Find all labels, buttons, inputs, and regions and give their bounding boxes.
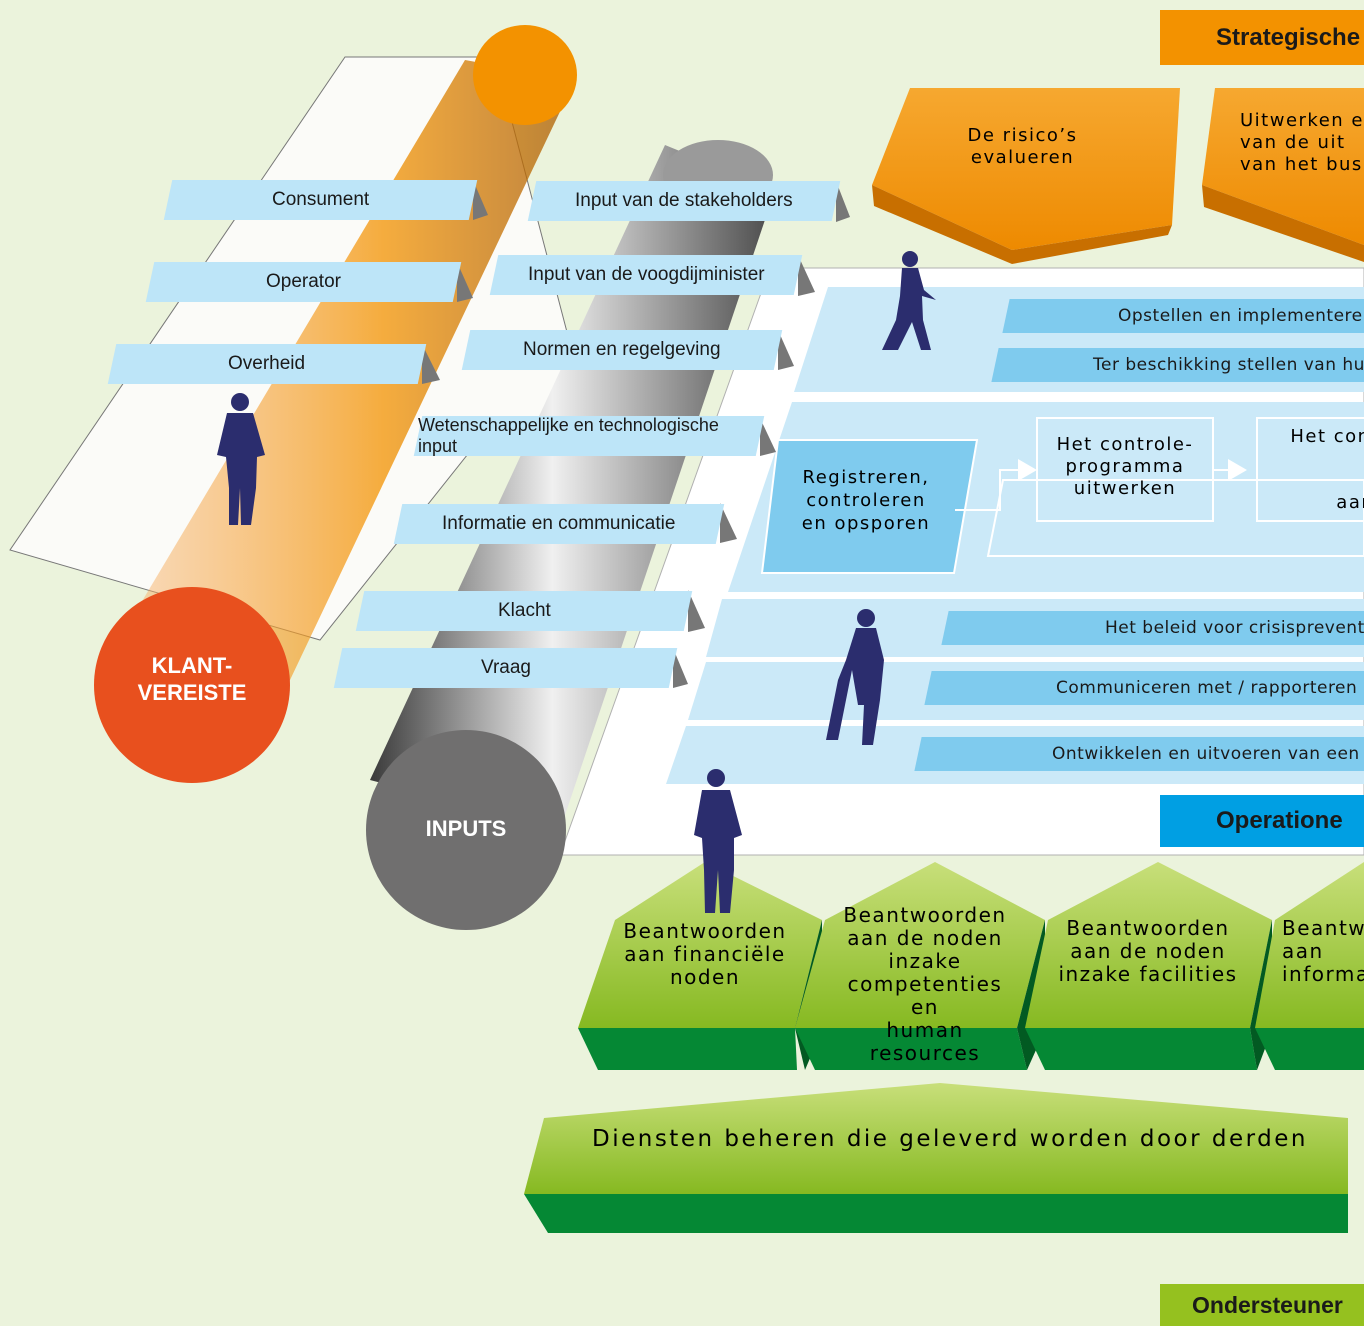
control-step1-label: Het controle- programma uitwerken bbox=[1056, 434, 1194, 499]
operational-header: Operatione bbox=[1160, 795, 1364, 847]
input-tab-klacht: Klacht bbox=[355, 591, 693, 631]
customer-tab-label: Operator bbox=[266, 271, 341, 292]
input-tab-label: Input van de voogdijminister bbox=[527, 264, 765, 285]
control-step2-box bbox=[1256, 417, 1364, 522]
support-box-2-label: Beantwoorden aan de noden inzake compete… bbox=[843, 903, 1007, 1065]
support-box-3-bottom bbox=[1025, 1028, 1257, 1070]
third-party-bottom bbox=[524, 1194, 1348, 1233]
input-tab-wetenschap: Wetenschappelijke en technologische inpu… bbox=[413, 415, 765, 456]
figure-woman-middle bbox=[826, 609, 884, 745]
support-box-3-label: Beantwoorden aan de noden inzake facilit… bbox=[1058, 916, 1238, 986]
operational-bar-label: Ontwikkelen en uitvoeren van een s bbox=[1052, 744, 1364, 764]
customer-tab-overheid: Overheid bbox=[107, 344, 427, 384]
figure-woman-top bbox=[882, 251, 936, 350]
inputs-circle bbox=[366, 730, 566, 930]
strategic-box-1-label: De risico’s evalueren bbox=[967, 125, 1078, 168]
support-box-3-top bbox=[1025, 862, 1272, 1028]
operational-bar-beschikking: Ter beschikking stellen van hul bbox=[991, 348, 1364, 382]
tab-shadows bbox=[422, 180, 850, 688]
operational-bar-label: Het beleid voor crisispreventie bbox=[1105, 618, 1364, 638]
klant-label: KLANT- VEREISTE bbox=[137, 653, 247, 705]
customer-tab-operator: Operator bbox=[145, 262, 462, 302]
support-header-label: Ondersteuner bbox=[1192, 1291, 1343, 1318]
strategic-box-2-top bbox=[1202, 88, 1364, 245]
input-tab-label: Wetenschappelijke en technologische inpu… bbox=[418, 415, 719, 456]
arrow-head-2 bbox=[1228, 459, 1247, 481]
customer-tab-label: Consument bbox=[271, 189, 370, 210]
third-party-label: Diensten beheren die geleverd worden doo… bbox=[591, 1126, 1308, 1152]
input-tab-normen: Normen en regelgeving bbox=[461, 330, 783, 370]
input-tab-label: Klacht bbox=[497, 600, 551, 621]
support-box-4-bottom bbox=[1255, 1028, 1364, 1070]
figure-man-bottom bbox=[694, 769, 742, 913]
support-box-2-bottom bbox=[795, 1028, 1027, 1070]
strategic-box-1-top bbox=[872, 88, 1180, 250]
input-tab-vraag: Vraag bbox=[333, 648, 678, 688]
input-tab-informatie: Informatie en communicatie bbox=[393, 504, 725, 544]
klant-circle bbox=[94, 587, 290, 783]
support-box-2-top bbox=[795, 862, 1045, 1028]
operational-bar-opstellen: Opstellen en implementeren bbox=[1002, 299, 1364, 333]
operational-header-label: Operatione bbox=[1216, 807, 1343, 834]
strategic-header-label: Strategische bbox=[1216, 23, 1361, 51]
support-box-4-label: Beantw aan informat bbox=[1282, 916, 1364, 986]
input-tab-label: Vraag bbox=[480, 657, 531, 678]
operational-bar-label: Opstellen en implementeren bbox=[1118, 306, 1364, 326]
customer-tab-consument: Consument bbox=[163, 180, 478, 220]
support-box-4-top bbox=[1255, 862, 1364, 1028]
control-step2-label: Het contr in aan l bbox=[1290, 426, 1364, 513]
arrow-head-1 bbox=[1018, 459, 1037, 481]
support-box-1-top bbox=[578, 862, 822, 1028]
operational-bar-label: Ter beschikking stellen van hul bbox=[1093, 355, 1364, 375]
strategic-header: Strategische bbox=[1160, 10, 1364, 65]
arrow-line-1 bbox=[955, 469, 1020, 511]
third-party-top bbox=[524, 1083, 1348, 1194]
control-frame bbox=[986, 479, 1364, 557]
strategic-box-2-label: Uitwerken e van de uit van het bus bbox=[1240, 110, 1364, 175]
customer-tab-label: Overheid bbox=[228, 353, 306, 374]
input-tab-label: Normen en regelgeving bbox=[523, 339, 721, 360]
input-tab-voogdijminister: Input van de voogdijminister bbox=[489, 255, 803, 295]
control-start-box bbox=[760, 439, 979, 574]
strategic-box-2-side bbox=[1202, 185, 1364, 262]
control-start-label: Registreren, controleren en opsporen bbox=[801, 467, 931, 534]
orange-roll-end bbox=[473, 25, 577, 125]
input-tab-stakeholders: Input van de stakeholders bbox=[527, 181, 841, 221]
support-box-1-bottom bbox=[578, 1028, 797, 1070]
input-tab-label: Informatie en communicatie bbox=[442, 513, 676, 534]
operational-bar-ontwikkelen: Ontwikkelen en uitvoeren van een s bbox=[914, 737, 1364, 771]
support-header: Ondersteuner bbox=[1160, 1284, 1364, 1326]
support-box-1-label: Beantwoorden aan financiële noden bbox=[623, 919, 787, 989]
operational-bar-communiceren: Communiceren met / rapporteren a bbox=[924, 671, 1364, 705]
strategic-box-1-side bbox=[872, 185, 1172, 264]
inputs-label: INPUTS bbox=[425, 816, 507, 841]
operational-bar-crisis: Het beleid voor crisispreventie bbox=[941, 611, 1364, 645]
figure-man-left bbox=[217, 393, 265, 525]
input-tab-label: Input van de stakeholders bbox=[575, 190, 793, 211]
operational-bar-label: Communiceren met / rapporteren a bbox=[1056, 678, 1364, 698]
